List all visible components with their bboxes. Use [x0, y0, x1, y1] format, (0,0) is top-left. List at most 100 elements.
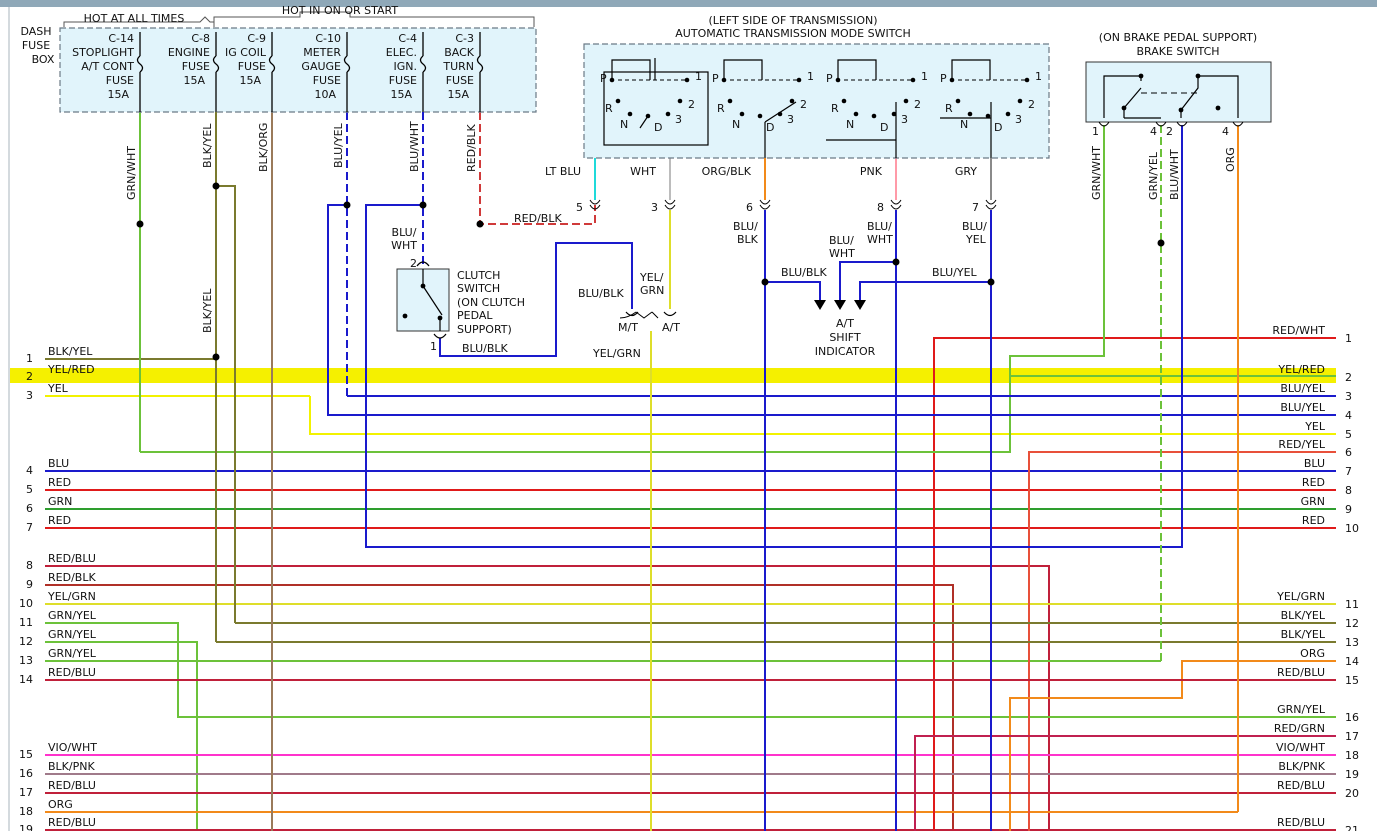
right-pin-8: 8 — [1345, 484, 1352, 497]
right-pin-18: 18 — [1345, 749, 1359, 762]
brake-pin-wire-2: BLU/WHT — [1168, 149, 1181, 200]
left-wire-1: BLK/YEL — [48, 345, 93, 358]
left-pin-15: 15 — [19, 748, 33, 761]
fuse-2-line-1: IG COIL — [225, 46, 267, 59]
left-pin-7: 7 — [26, 521, 33, 534]
right-pin-6: 6 — [1345, 446, 1352, 459]
left-wire-7: RED — [48, 514, 71, 527]
connector-symbol — [985, 199, 997, 210]
brake-switch-title-1: (ON BRAKE PEDAL SUPPORT) — [1099, 31, 1257, 44]
brake-connector-symbol — [1098, 121, 1110, 127]
left-wire-6: GRN — [48, 495, 72, 508]
trans-cell-2-3: 3 — [901, 113, 908, 126]
left-pin-19: 19 — [19, 823, 33, 831]
left-pin-5: 5 — [26, 483, 33, 496]
fuse-1-line-2: FUSE — [182, 60, 210, 73]
right-wire-15: RED/BLU — [1277, 666, 1325, 679]
right-wire-20: RED/BLU — [1277, 779, 1325, 792]
left-wire-3: YEL — [47, 382, 69, 395]
trans-contact — [955, 98, 961, 104]
right-wire-18: VIO/WHT — [1276, 741, 1325, 754]
brake-switch: (ON BRAKE PEDAL SUPPORT) BRAKE SWITCH 1G… — [1085, 31, 1272, 200]
right-pin-11: 11 — [1345, 598, 1359, 611]
hot-at-all-times-label: HOT AT ALL TIMES — [84, 12, 185, 25]
trans-cell-0-3: 3 — [675, 113, 682, 126]
left-wire-9: RED/BLK — [48, 571, 96, 584]
right-pin-7: 7 — [1345, 465, 1352, 478]
left-pin-2: 2 — [26, 370, 33, 383]
right-pin-3: 3 — [1345, 390, 1352, 403]
trans-contact — [903, 98, 909, 104]
fuse-wire-label-3: BLU/YEL — [332, 122, 345, 168]
dash-fuse-box-label-3: BOX — [32, 53, 55, 66]
right-pin-13: 13 — [1345, 636, 1359, 649]
trans-contact — [1017, 98, 1023, 104]
fuse-1-line-0: C-8 — [191, 32, 210, 45]
right-pin-5: 5 — [1345, 428, 1352, 441]
mt-wire-left: BLU/BLK — [578, 287, 625, 300]
trans-contact — [665, 111, 671, 117]
brake-pin-wire-0: GRN/WHT — [1090, 146, 1103, 200]
fuse-4-line-3: FUSE — [389, 74, 417, 87]
fuse-2-line-3: 15A — [239, 74, 261, 87]
left-wire-12: GRN/YEL — [48, 628, 97, 641]
trans-pin-color-0: LT BLU — [545, 165, 581, 178]
pin6-wire-2: BLK — [737, 233, 759, 246]
trans-pin-num-4: 7 — [972, 201, 979, 214]
right-pin-21: 21 — [1345, 824, 1359, 831]
right-pin-10: 10 — [1345, 522, 1359, 535]
pin8-wire-1: BLU/ — [867, 220, 892, 233]
dash-fuse-box-label-2: FUSE — [22, 39, 50, 52]
at-label: A/T — [662, 321, 680, 334]
trans-cell-3-N: N — [960, 118, 968, 131]
shift-indicator: A/T SHIFT INDICATOR BLU/BLK BLU/ WHT BLU… — [733, 220, 987, 358]
pin6-wire-1: BLU/ — [733, 220, 758, 233]
left-pin-14: 14 — [19, 673, 33, 686]
trans-cell-0-R: R — [605, 102, 613, 115]
fuse-2-line-2: FUSE — [238, 60, 266, 73]
brake-pin-num-3: 4 — [1222, 125, 1229, 138]
fuse-symbol — [212, 55, 220, 73]
right-pin-12: 12 — [1345, 617, 1359, 630]
left-wire-10: YEL/GRN — [47, 590, 96, 603]
pin7-wire-2: YEL — [965, 233, 987, 246]
fuse-4-line-4: 15A — [390, 88, 412, 101]
brake-connector-symbol — [1155, 121, 1167, 127]
right-pin-4: 4 — [1345, 409, 1352, 422]
trans-cell-2-P: P — [826, 72, 833, 85]
trans-contact — [910, 77, 916, 83]
mt-wire-down: YEL/GRN — [592, 347, 641, 360]
fuse-1-line-1: ENGINE — [168, 46, 210, 59]
trans-cell-1-3: 3 — [787, 113, 794, 126]
shift-wire-mid-1: BLU/ — [829, 234, 854, 247]
vertical-wires — [139, 112, 1239, 831]
right-pin-1: 1 — [1345, 332, 1352, 345]
trans-cell-3-1: 1 — [1035, 70, 1042, 83]
junction-dots — [136, 182, 1165, 361]
brake-pin-wire-1: GRN/YEL — [1147, 151, 1160, 200]
fuse-symbol — [343, 55, 351, 73]
trans-cell-3-R: R — [945, 102, 953, 115]
right-pin-16: 16 — [1345, 711, 1359, 724]
shift-wire-left: BLU/BLK — [781, 266, 828, 279]
trans-switch-title-2: AUTOMATIC TRANSMISSION MODE SWITCH — [675, 27, 910, 40]
trans-contact — [967, 111, 973, 117]
right-wire-9: GRN — [1301, 495, 1325, 508]
clutch-label-4: PEDAL — [457, 309, 493, 322]
trans-cell-1-P: P — [712, 72, 719, 85]
trans-cell-2-R: R — [831, 102, 839, 115]
trans-pin-num-3: 8 — [877, 201, 884, 214]
left-pin-6: 6 — [26, 502, 33, 515]
fuse-3-line-0: C-10 — [315, 32, 341, 45]
trans-contact — [727, 98, 733, 104]
fuse-0-line-1: STOPLIGHT — [72, 46, 134, 59]
shift-wire-mid-2: WHT — [829, 247, 855, 260]
trans-contact — [757, 113, 763, 119]
right-wire-3: BLU/YEL — [1280, 382, 1326, 395]
right-wire-5: YEL — [1304, 420, 1326, 433]
right-wire-1: RED/WHT — [1272, 324, 1325, 337]
trans-contact — [853, 111, 859, 117]
connector-symbol — [664, 199, 676, 210]
fuse-symbol — [476, 55, 484, 73]
fuse-0-line-0: C-14 — [108, 32, 134, 45]
